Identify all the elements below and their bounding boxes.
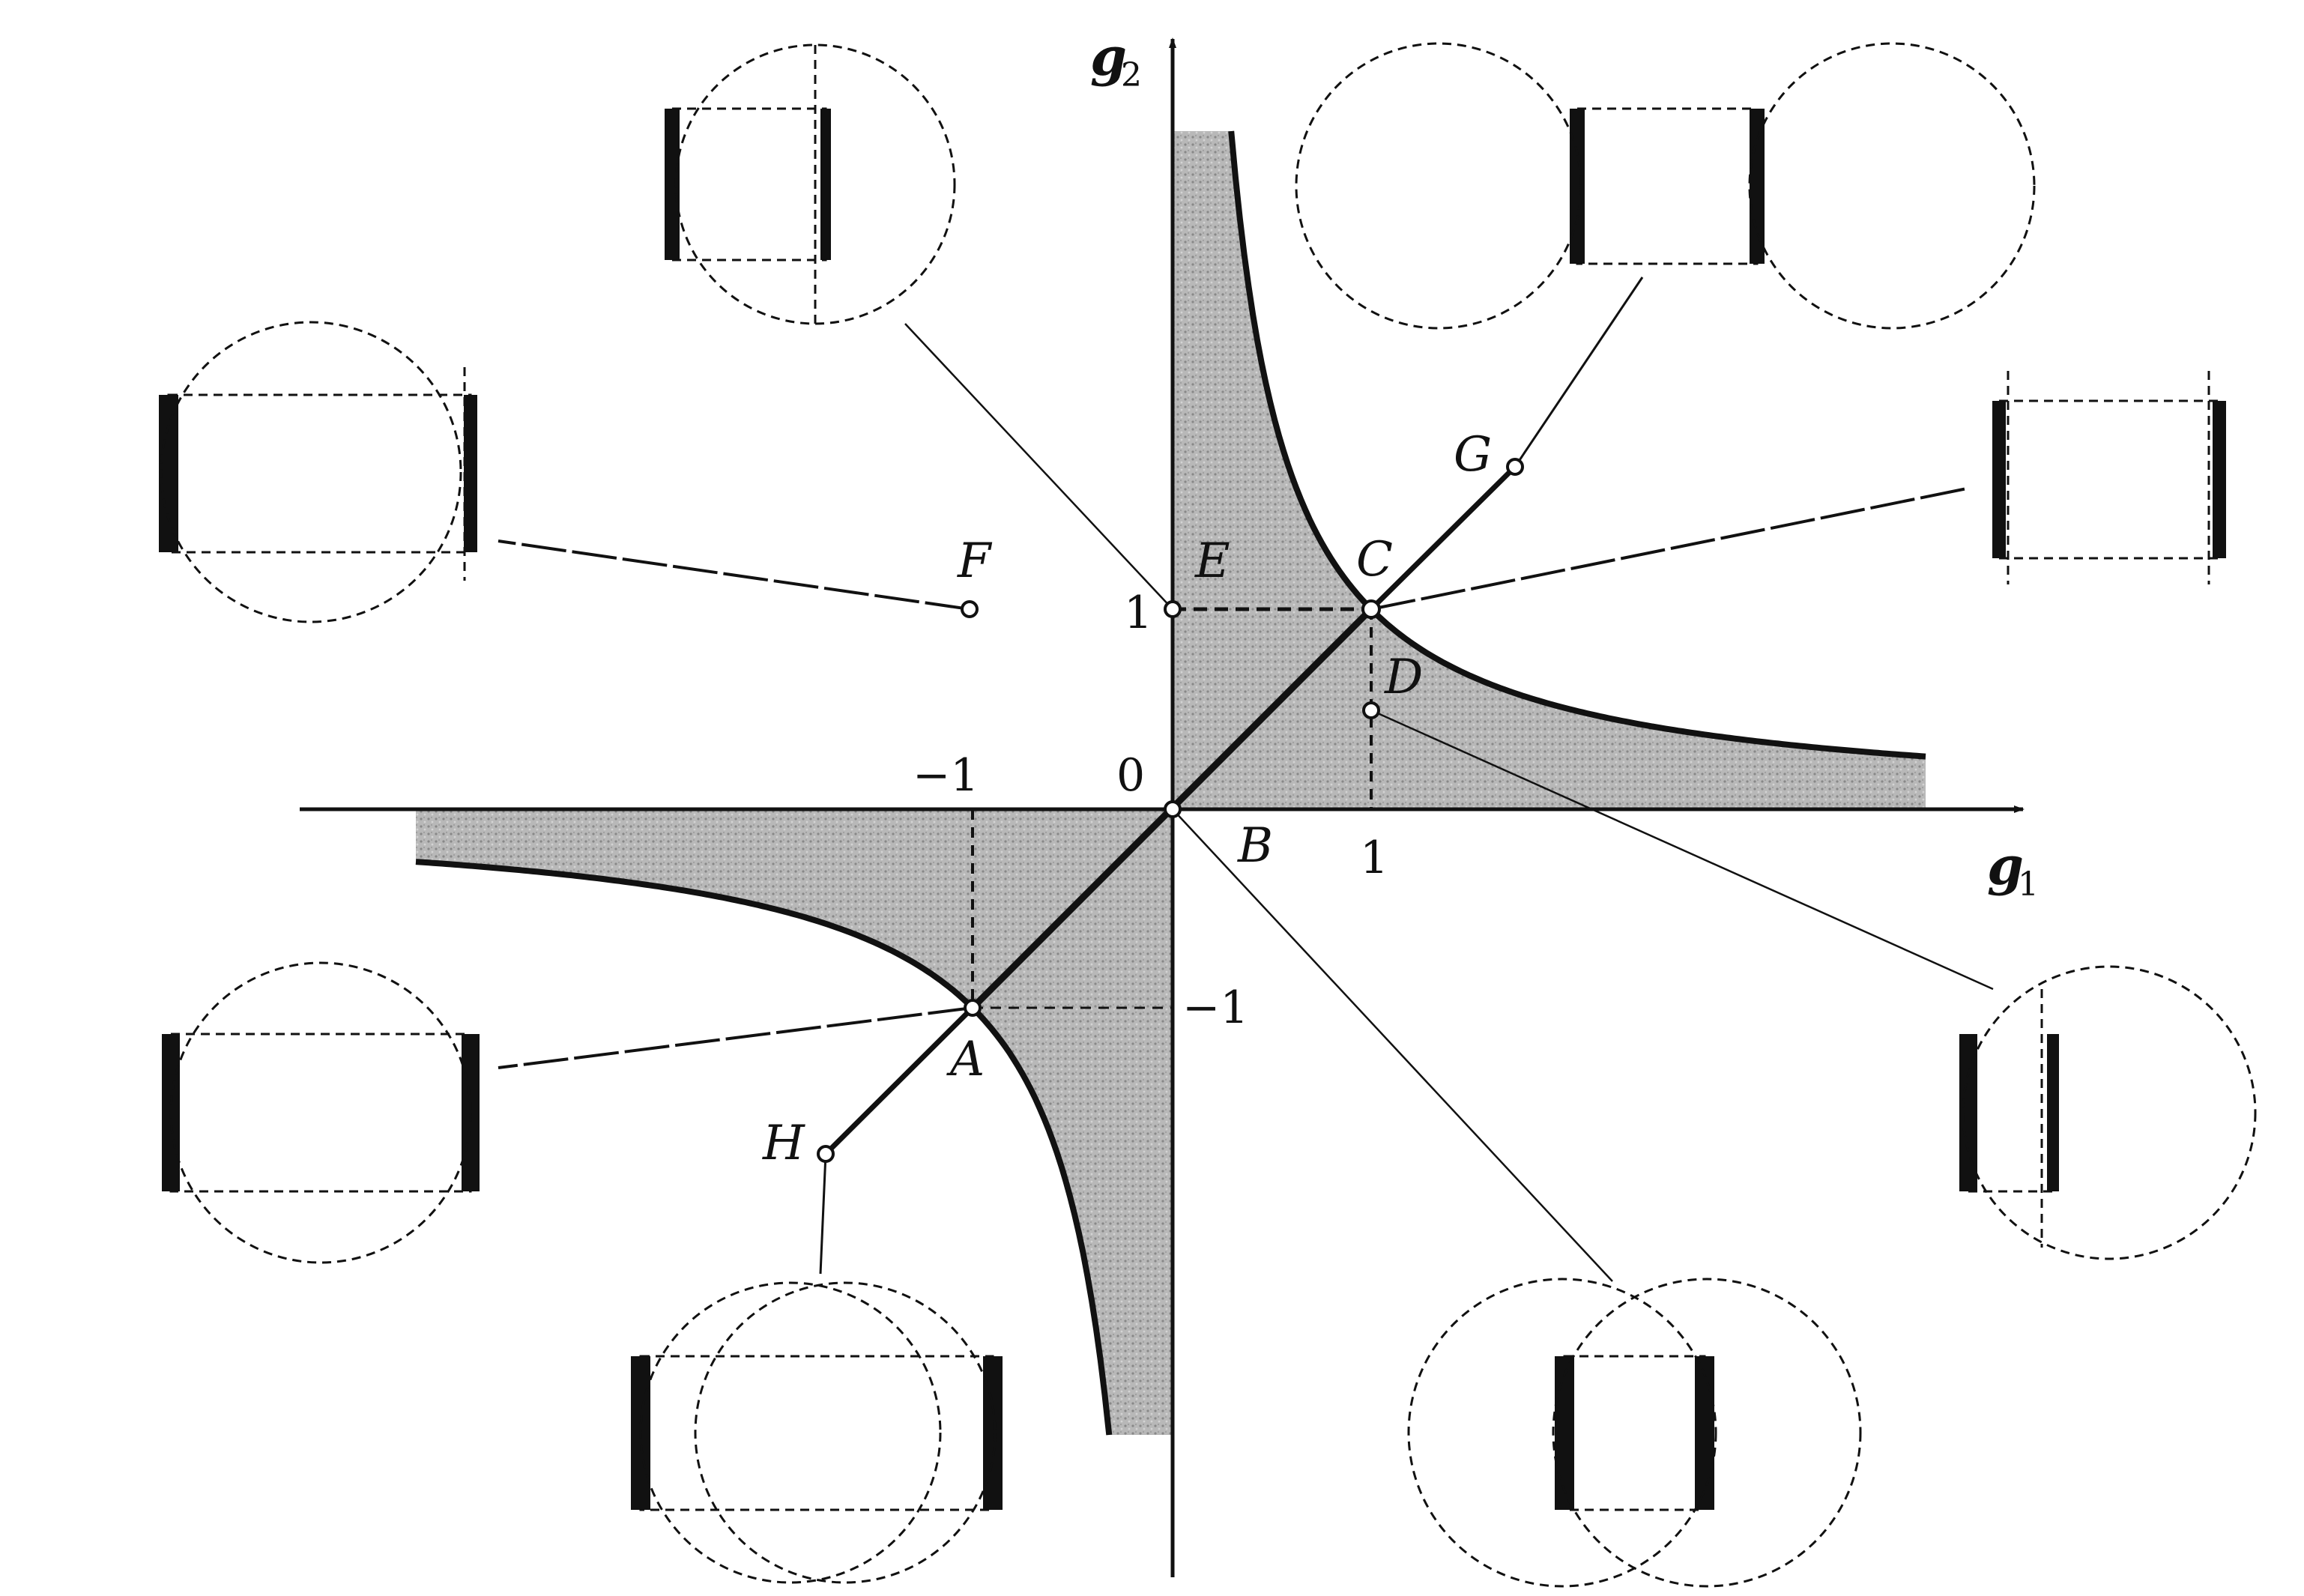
label-h: H — [762, 1116, 805, 1171]
hyperbola-boundary-q1 — [1228, 130, 1926, 760]
g2-axis-subscript: 2 — [1121, 56, 1142, 94]
marker-b — [1164, 800, 1182, 818]
curvature-circle-concentric — [169, 961, 472, 1264]
curvature-circle-b-left — [1407, 1278, 1717, 1588]
marker-e — [1164, 600, 1182, 618]
resonator-sketch-plane-parallel — [1992, 371, 2226, 584]
label-e: E — [1194, 533, 1230, 589]
resonator-sketch-concentric — [162, 961, 480, 1264]
curvature-circle-g-left — [1295, 42, 1582, 330]
curvature-circle-e — [674, 43, 956, 325]
leader-a-left — [498, 1006, 973, 1069]
beam-b — [1563, 1355, 1706, 1511]
label-c: C — [1356, 532, 1393, 587]
curvature-circle-f — [160, 321, 462, 623]
leader-b — [1172, 808, 1613, 1282]
hyperbola-boundary-q3 — [415, 859, 1113, 1436]
resonator-sketches — [159, 42, 2257, 1588]
leader-f — [498, 539, 970, 611]
stable-region-quadrant-1 — [1173, 131, 1926, 809]
beam-f — [167, 393, 472, 554]
tick-y-neg-1: −1 — [1182, 982, 1248, 1034]
resonator-sketch-f — [159, 321, 477, 623]
marker-f — [961, 600, 979, 618]
leader-g — [1514, 276, 1644, 468]
marker-h — [817, 1145, 835, 1163]
curvature-circle-h-right — [694, 1281, 997, 1584]
point-markers — [817, 458, 1524, 1163]
label-a: A — [946, 1032, 985, 1087]
label-g: G — [1454, 427, 1492, 483]
marker-d — [1362, 701, 1380, 719]
leader-e — [904, 323, 1173, 610]
beam-concentric — [169, 1033, 472, 1193]
stable-region-quadrant-3 — [416, 809, 1173, 1435]
marker-g — [1506, 458, 1524, 476]
resonator-sketch-g — [1295, 42, 2036, 330]
resonator-sketch-d — [1959, 965, 2257, 1260]
label-d: D — [1384, 650, 1423, 705]
label-f: F — [957, 533, 993, 589]
g1-axis-label: g — [1987, 835, 2024, 897]
tick-x-pos-1: 1 — [1360, 832, 1388, 884]
label-b: B — [1237, 818, 1273, 874]
beam-e — [671, 107, 827, 262]
curvature-circle-g-right — [1748, 42, 2036, 330]
resonator-sketch-b — [1407, 1278, 1862, 1588]
resonator-sketch-h — [631, 1281, 1003, 1584]
origin-label: 0 — [1116, 749, 1145, 802]
marker-c — [1361, 599, 1381, 619]
curvature-circle-d — [1962, 965, 2257, 1260]
beam-g — [1576, 107, 1759, 265]
line-a-to-h — [823, 1006, 975, 1156]
curvature-circle-b-right — [1552, 1278, 1862, 1588]
tick-x-neg-1: −1 — [913, 749, 979, 802]
line-c-to-g — [1369, 465, 1517, 611]
resonator-sketch-e — [665, 43, 956, 325]
tick-y-pos-1: 1 — [1124, 587, 1152, 639]
g2-axis-label: g — [1090, 25, 1127, 88]
curvature-circle-h-left — [639, 1281, 942, 1584]
leader-c-right — [1370, 487, 1968, 611]
g1-axis-subscript: 1 — [2018, 865, 2039, 904]
leader-h — [819, 1153, 827, 1275]
leader-d — [1370, 709, 1994, 991]
marker-a — [964, 999, 982, 1017]
leader-lines — [498, 276, 1994, 1282]
